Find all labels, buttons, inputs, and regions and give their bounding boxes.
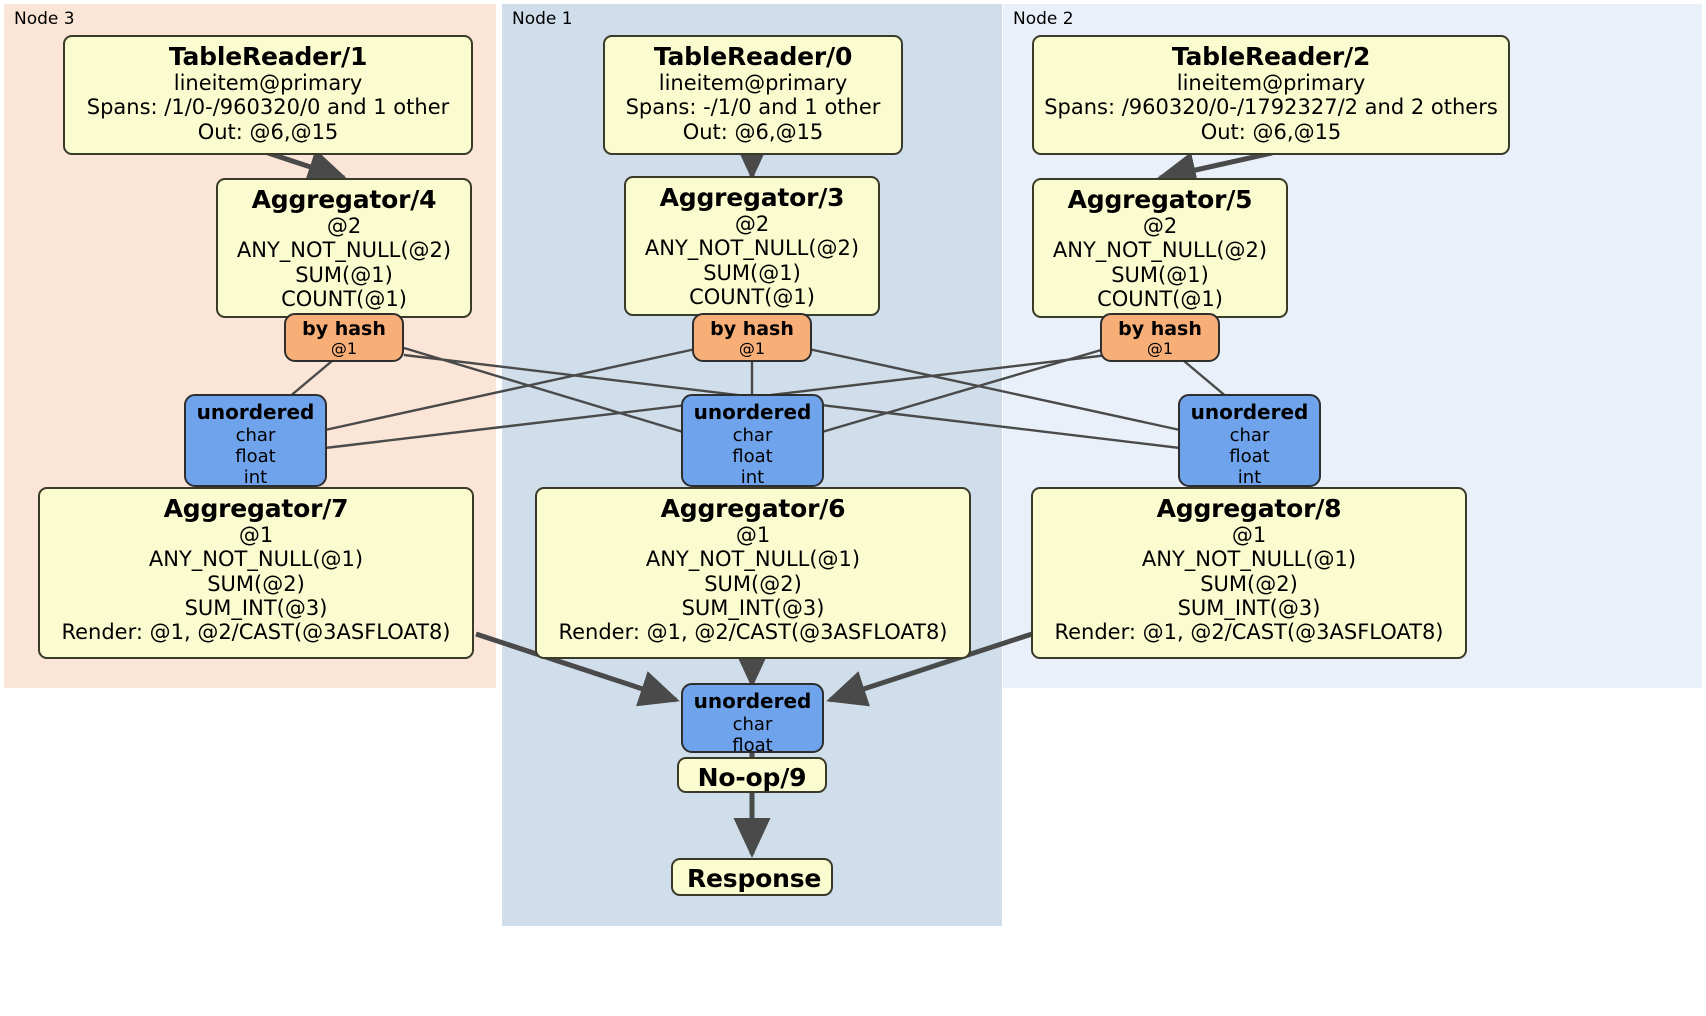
synchronizer-unordered-final[interactable]: unordered char float bbox=[681, 683, 824, 756]
processor-detail: Render: @1, @2/CAST(@3ASFLOAT8) bbox=[558, 620, 948, 645]
processor-aggregator-6[interactable]: Aggregator/6 @1 ANY_NOT_NULL(@1) SUM(@2)… bbox=[535, 487, 971, 659]
processor-title: Aggregator/8 bbox=[1156, 494, 1342, 523]
synchronizer-type: float bbox=[235, 445, 276, 467]
processor-detail: SUM(@2) bbox=[1200, 571, 1298, 596]
node-panel-label-node3: Node 3 bbox=[14, 9, 75, 29]
synchronizer-unordered-8[interactable]: unordered char float int bbox=[1178, 394, 1321, 489]
router-detail: @1 bbox=[330, 338, 358, 358]
processor-detail: SUM(@1) bbox=[1111, 262, 1209, 287]
router-title: by hash bbox=[710, 318, 794, 340]
synchronizer-type: float bbox=[732, 734, 773, 756]
processor-detail: ANY_NOT_NULL(@1) bbox=[148, 547, 364, 572]
processor-detail: @2 bbox=[734, 212, 770, 236]
processor-detail: SUM(@2) bbox=[207, 571, 305, 596]
processor-detail: @1 bbox=[735, 523, 771, 547]
processor-detail: Render: @1, @2/CAST(@3ASFLOAT8) bbox=[61, 620, 451, 645]
router-detail: @1 bbox=[1146, 338, 1174, 358]
processor-title: Aggregator/7 bbox=[163, 494, 349, 523]
processor-title: TableReader/0 bbox=[653, 42, 853, 71]
node-panel-label-node2: Node 2 bbox=[1013, 9, 1074, 29]
processor-table-reader-2[interactable]: TableReader/2 lineitem@primary Spans: /9… bbox=[1032, 35, 1510, 155]
processor-detail: SUM(@2) bbox=[704, 571, 802, 596]
processor-no-op-9[interactable]: No-op/9 bbox=[677, 757, 827, 793]
router-by-hash-3[interactable]: by hash @1 bbox=[692, 313, 812, 362]
node-panel-label-node1: Node 1 bbox=[512, 9, 573, 29]
synchronizer-type: char bbox=[1229, 424, 1270, 446]
router-by-hash-5[interactable]: by hash @1 bbox=[1100, 313, 1220, 362]
processor-detail: ANY_NOT_NULL(@2) bbox=[1052, 238, 1268, 263]
processor-detail: SUM_INT(@3) bbox=[681, 596, 825, 621]
processor-detail: COUNT(@1) bbox=[281, 287, 407, 312]
processor-aggregator-4[interactable]: Aggregator/4 @2 ANY_NOT_NULL(@2) SUM(@1)… bbox=[216, 178, 472, 318]
processor-table-reader-0[interactable]: TableReader/0 lineitem@primary Spans: -/… bbox=[603, 35, 903, 155]
synchronizer-title: unordered bbox=[693, 689, 812, 713]
processor-detail: Out: @6,@15 bbox=[1200, 119, 1342, 144]
processor-detail: ANY_NOT_NULL(@2) bbox=[236, 238, 452, 263]
processor-detail: ANY_NOT_NULL(@1) bbox=[645, 547, 861, 572]
processor-response[interactable]: Response bbox=[671, 858, 833, 896]
router-detail: @1 bbox=[738, 338, 766, 358]
router-title: by hash bbox=[302, 318, 386, 340]
processor-detail: SUM_INT(@3) bbox=[184, 596, 328, 621]
processor-title: Response bbox=[687, 864, 822, 893]
processor-detail: ANY_NOT_NULL(@1) bbox=[1141, 547, 1357, 572]
processor-title: TableReader/2 bbox=[1171, 42, 1371, 71]
processor-detail: @1 bbox=[238, 523, 274, 547]
synchronizer-title: unordered bbox=[1190, 400, 1309, 424]
processor-title: Aggregator/4 bbox=[251, 185, 437, 214]
processor-table-reader-1[interactable]: TableReader/1 lineitem@primary Spans: /1… bbox=[63, 35, 473, 155]
processor-title: No-op/9 bbox=[697, 763, 807, 792]
processor-detail: @2 bbox=[326, 214, 362, 238]
router-by-hash-4[interactable]: by hash @1 bbox=[284, 313, 404, 362]
processor-detail: ANY_NOT_NULL(@2) bbox=[644, 236, 860, 261]
processor-title: Aggregator/6 bbox=[660, 494, 846, 523]
synchronizer-type: int bbox=[740, 467, 765, 489]
processor-detail: Out: @6,@15 bbox=[197, 119, 339, 144]
processor-aggregator-7[interactable]: Aggregator/7 @1 ANY_NOT_NULL(@1) SUM(@2)… bbox=[38, 487, 474, 659]
processor-detail: SUM(@1) bbox=[295, 262, 393, 287]
processor-detail: @1 bbox=[1231, 523, 1267, 547]
synchronizer-unordered-7[interactable]: unordered char float int bbox=[184, 394, 327, 489]
processor-aggregator-5[interactable]: Aggregator/5 @2 ANY_NOT_NULL(@2) SUM(@1)… bbox=[1032, 178, 1288, 318]
synchronizer-type: int bbox=[243, 467, 268, 489]
synchronizer-type: char bbox=[732, 713, 773, 735]
synchronizer-title: unordered bbox=[196, 400, 315, 424]
synchronizer-type: float bbox=[1229, 445, 1270, 467]
processor-title: Aggregator/3 bbox=[659, 183, 845, 212]
processor-detail: Spans: /1/0-/960320/0 and 1 other bbox=[86, 95, 450, 120]
router-title: by hash bbox=[1118, 318, 1202, 340]
processor-detail: Spans: -/1/0 and 1 other bbox=[625, 95, 881, 120]
synchronizer-unordered-6[interactable]: unordered char float int bbox=[681, 394, 824, 489]
processor-detail: lineitem@primary bbox=[658, 71, 848, 95]
processor-detail: @2 bbox=[1142, 214, 1178, 238]
processor-title: TableReader/1 bbox=[168, 42, 368, 71]
synchronizer-type: int bbox=[1237, 467, 1262, 489]
processor-title: Aggregator/5 bbox=[1067, 185, 1253, 214]
processor-detail: Render: @1, @2/CAST(@3ASFLOAT8) bbox=[1054, 620, 1444, 645]
synchronizer-title: unordered bbox=[693, 400, 812, 424]
processor-detail: Out: @6,@15 bbox=[682, 119, 824, 144]
processor-detail: COUNT(@1) bbox=[1097, 287, 1223, 312]
processor-aggregator-3[interactable]: Aggregator/3 @2 ANY_NOT_NULL(@2) SUM(@1)… bbox=[624, 176, 880, 316]
processor-aggregator-8[interactable]: Aggregator/8 @1 ANY_NOT_NULL(@1) SUM(@2)… bbox=[1031, 487, 1467, 659]
processor-detail: COUNT(@1) bbox=[689, 285, 815, 310]
processor-detail: SUM_INT(@3) bbox=[1177, 596, 1321, 621]
synchronizer-type: char bbox=[732, 424, 773, 446]
synchronizer-type: float bbox=[732, 445, 773, 467]
processor-detail: Spans: /960320/0-/1792327/2 and 2 others bbox=[1044, 95, 1498, 120]
synchronizer-type: char bbox=[235, 424, 276, 446]
processor-detail: lineitem@primary bbox=[173, 71, 363, 95]
processor-detail: SUM(@1) bbox=[703, 260, 801, 285]
processor-detail: lineitem@primary bbox=[1176, 71, 1366, 95]
